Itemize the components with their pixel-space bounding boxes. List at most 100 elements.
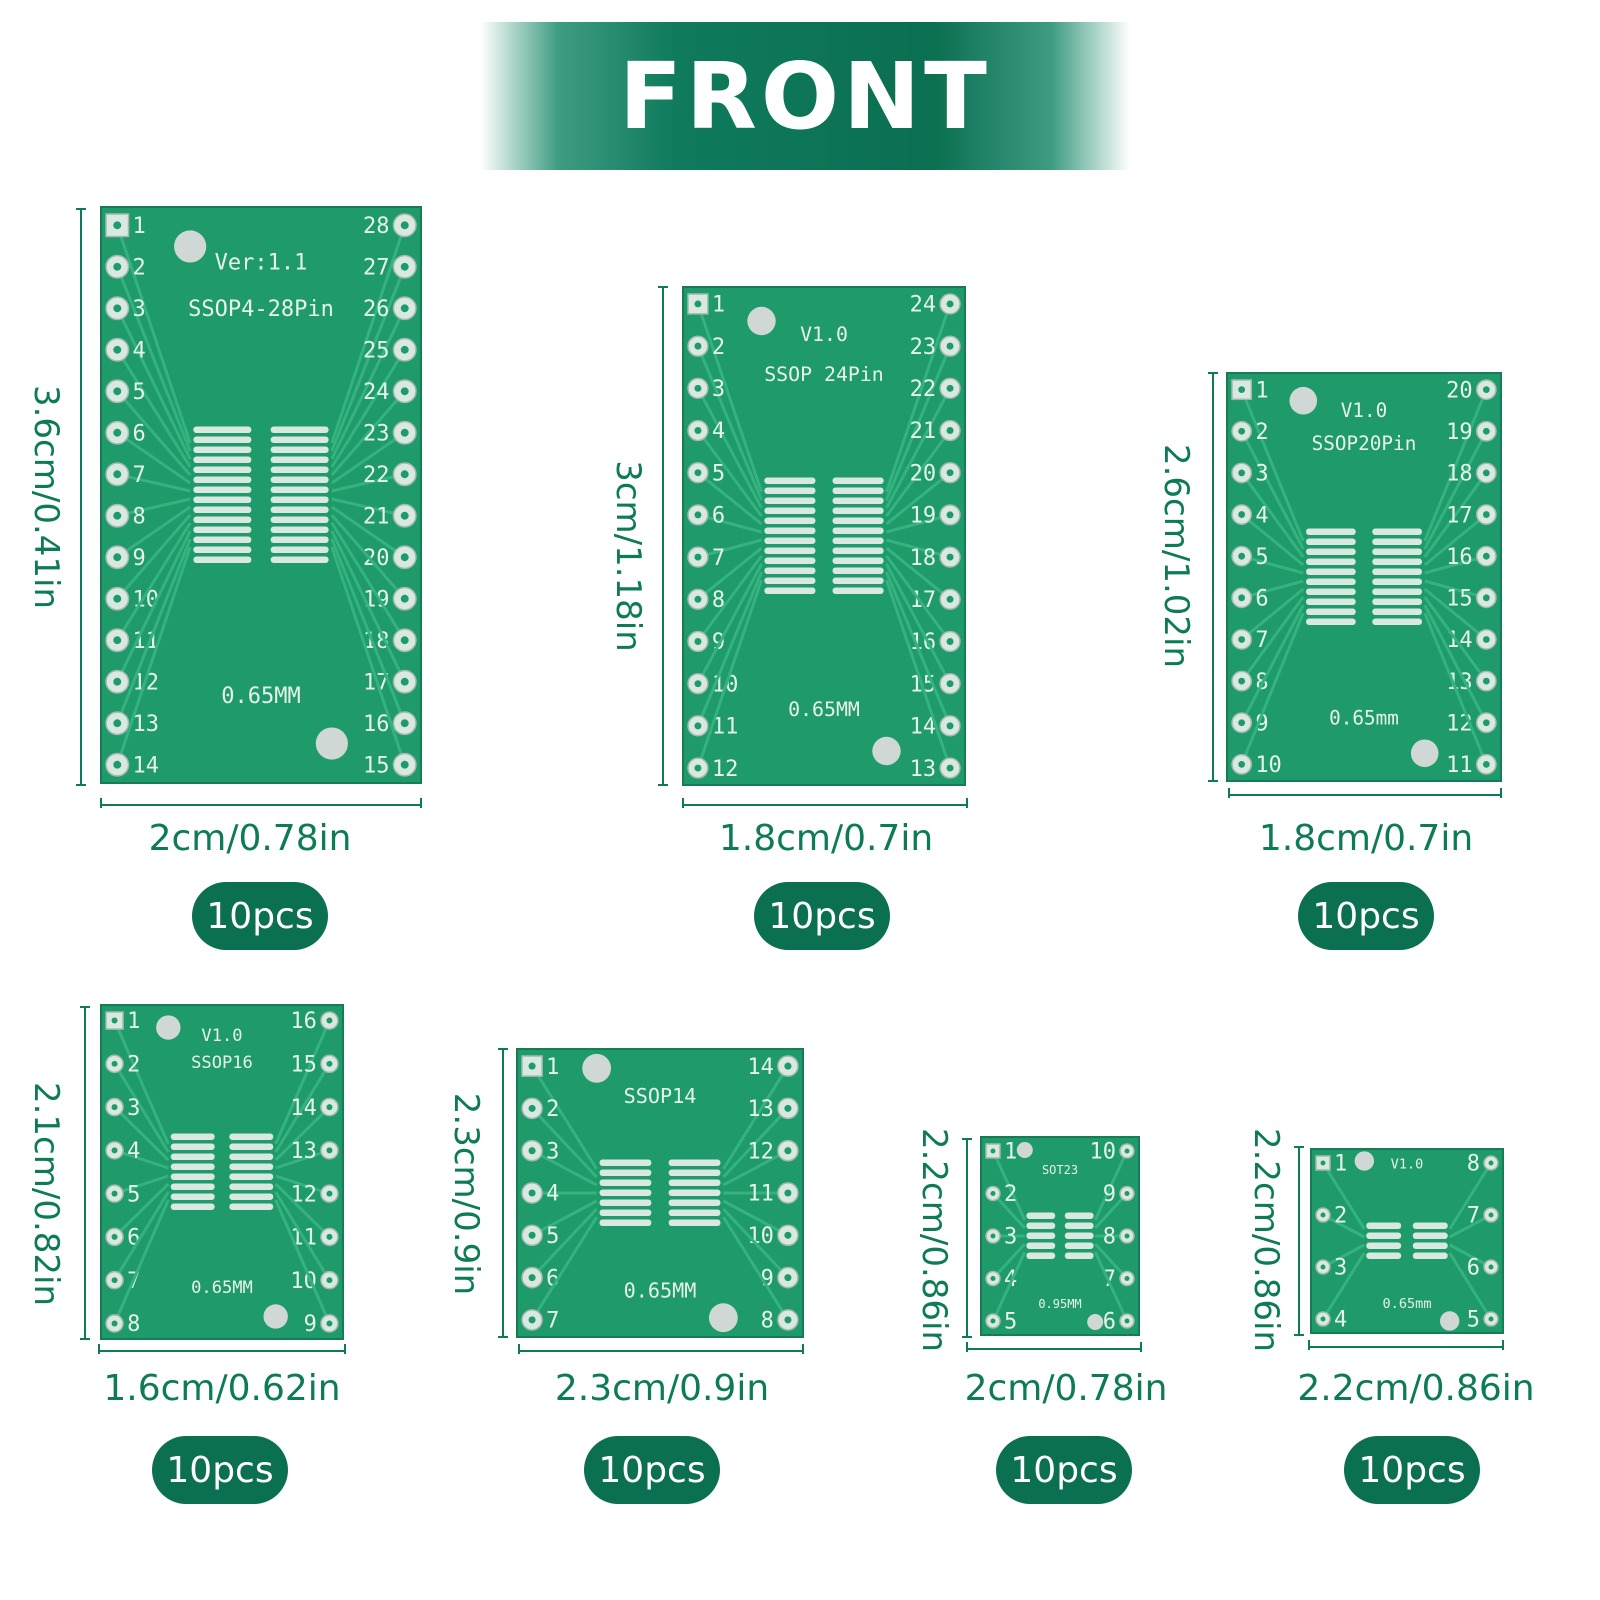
pin-number: 21	[910, 419, 937, 444]
smd-pad	[599, 1189, 652, 1196]
pin-hole	[1320, 1264, 1326, 1270]
smd-pad	[1366, 1232, 1402, 1239]
pin-hole	[528, 1104, 536, 1112]
pin-hole	[694, 638, 702, 645]
pin-hole	[326, 1147, 333, 1154]
trace	[1423, 389, 1488, 542]
height-dimension-line	[1208, 372, 1218, 782]
silk-name: SSOP16	[191, 1053, 253, 1073]
pin-number: 1	[546, 1055, 559, 1080]
trace	[330, 266, 407, 452]
mounting-hole	[1439, 1311, 1460, 1331]
trace	[1448, 1162, 1493, 1230]
pin-hole	[946, 300, 954, 308]
smd-pad	[599, 1219, 652, 1226]
smd-pad	[170, 1203, 215, 1210]
smd-pad	[170, 1143, 215, 1150]
pin-hole	[694, 427, 702, 434]
width-label: 1.6cm/0.62in	[103, 1368, 341, 1409]
pin-hole	[990, 1148, 996, 1154]
width-label: 2cm/0.78in	[148, 818, 352, 859]
smd-pad	[764, 507, 816, 514]
silk-pitch: 0.65MM	[624, 1278, 697, 1302]
pin-hole	[694, 680, 702, 688]
height-label: 2.1cm/0.82in	[26, 1081, 66, 1307]
pin-number: 20	[1446, 378, 1473, 403]
smd-pad	[170, 1163, 215, 1170]
trace	[722, 1199, 789, 1237]
trace	[722, 1065, 790, 1170]
smd-pad	[193, 556, 252, 563]
pin-number: 9	[304, 1312, 317, 1337]
pin-number: 6	[1255, 587, 1268, 612]
pin-hole	[694, 511, 702, 519]
smd-pad	[193, 536, 252, 543]
mounting-hole	[747, 306, 776, 336]
trace	[1240, 612, 1305, 765]
pin-hole	[1320, 1316, 1326, 1322]
pin-hole	[990, 1191, 996, 1196]
pin-number: 9	[1255, 711, 1268, 736]
pin-number: 1	[1334, 1152, 1347, 1177]
pin-hole	[1124, 1318, 1130, 1324]
smd-pad	[193, 436, 252, 443]
width-dimension-line	[518, 1344, 804, 1354]
pin-number: 4	[127, 1139, 140, 1164]
pin-number: 3	[127, 1096, 140, 1121]
smd-pad	[1366, 1252, 1402, 1259]
pin-hole	[400, 719, 409, 728]
trace	[1423, 604, 1488, 724]
smd-pad	[1412, 1252, 1448, 1259]
smd-pad	[1372, 538, 1422, 545]
pin-number: 11	[747, 1182, 774, 1207]
mounting-hole	[315, 727, 348, 760]
smd-pad	[1064, 1212, 1094, 1219]
smd-pad	[1026, 1242, 1056, 1249]
height-label: 2.2cm/0.86in	[914, 1127, 954, 1353]
pin-hole	[1482, 594, 1490, 602]
smd-pad	[193, 476, 252, 483]
width-label: 2cm/0.78in	[964, 1368, 1168, 1409]
smd-pad	[832, 517, 884, 524]
trace	[530, 1065, 598, 1170]
pin-number: 8	[761, 1309, 774, 1334]
trace	[722, 1149, 789, 1187]
pin-number: 14	[133, 753, 160, 778]
pin-hole	[946, 638, 954, 645]
smd-pad	[832, 507, 884, 514]
height-dimension-line	[80, 1006, 90, 1340]
quantity-badge: 10pcs	[1344, 1436, 1480, 1504]
mounting-hole	[174, 230, 207, 263]
pin-number: 6	[133, 421, 146, 446]
pin-hole	[946, 722, 954, 730]
smd-pad	[170, 1193, 215, 1200]
pin-hole	[1482, 427, 1490, 435]
height-label: 3.6cm/0.41in	[26, 384, 66, 610]
mounting-hole	[1016, 1142, 1033, 1158]
pin-hole	[1488, 1160, 1494, 1166]
trace	[330, 546, 407, 766]
trace	[115, 538, 192, 724]
pin-number: 13	[747, 1097, 774, 1122]
smd-pad	[1064, 1252, 1094, 1259]
trace	[274, 1199, 331, 1325]
smd-pad	[1372, 568, 1422, 575]
smd-pad	[1306, 578, 1356, 585]
pin-hole	[694, 595, 702, 603]
pin-number: 10	[290, 1269, 317, 1294]
smd-pad	[193, 426, 252, 433]
pin-number: 5	[1255, 545, 1268, 570]
pin-number: 10	[1090, 1140, 1117, 1165]
pin-hole	[1488, 1212, 1494, 1218]
pin-number: 14	[910, 715, 937, 740]
smd-pad	[1064, 1222, 1094, 1229]
quantity-badge: 10pcs	[996, 1436, 1132, 1504]
pin-number: 8	[1467, 1152, 1480, 1177]
pin-number: 3	[133, 297, 146, 322]
pin-hole	[946, 342, 954, 350]
smd-pad	[668, 1189, 721, 1196]
